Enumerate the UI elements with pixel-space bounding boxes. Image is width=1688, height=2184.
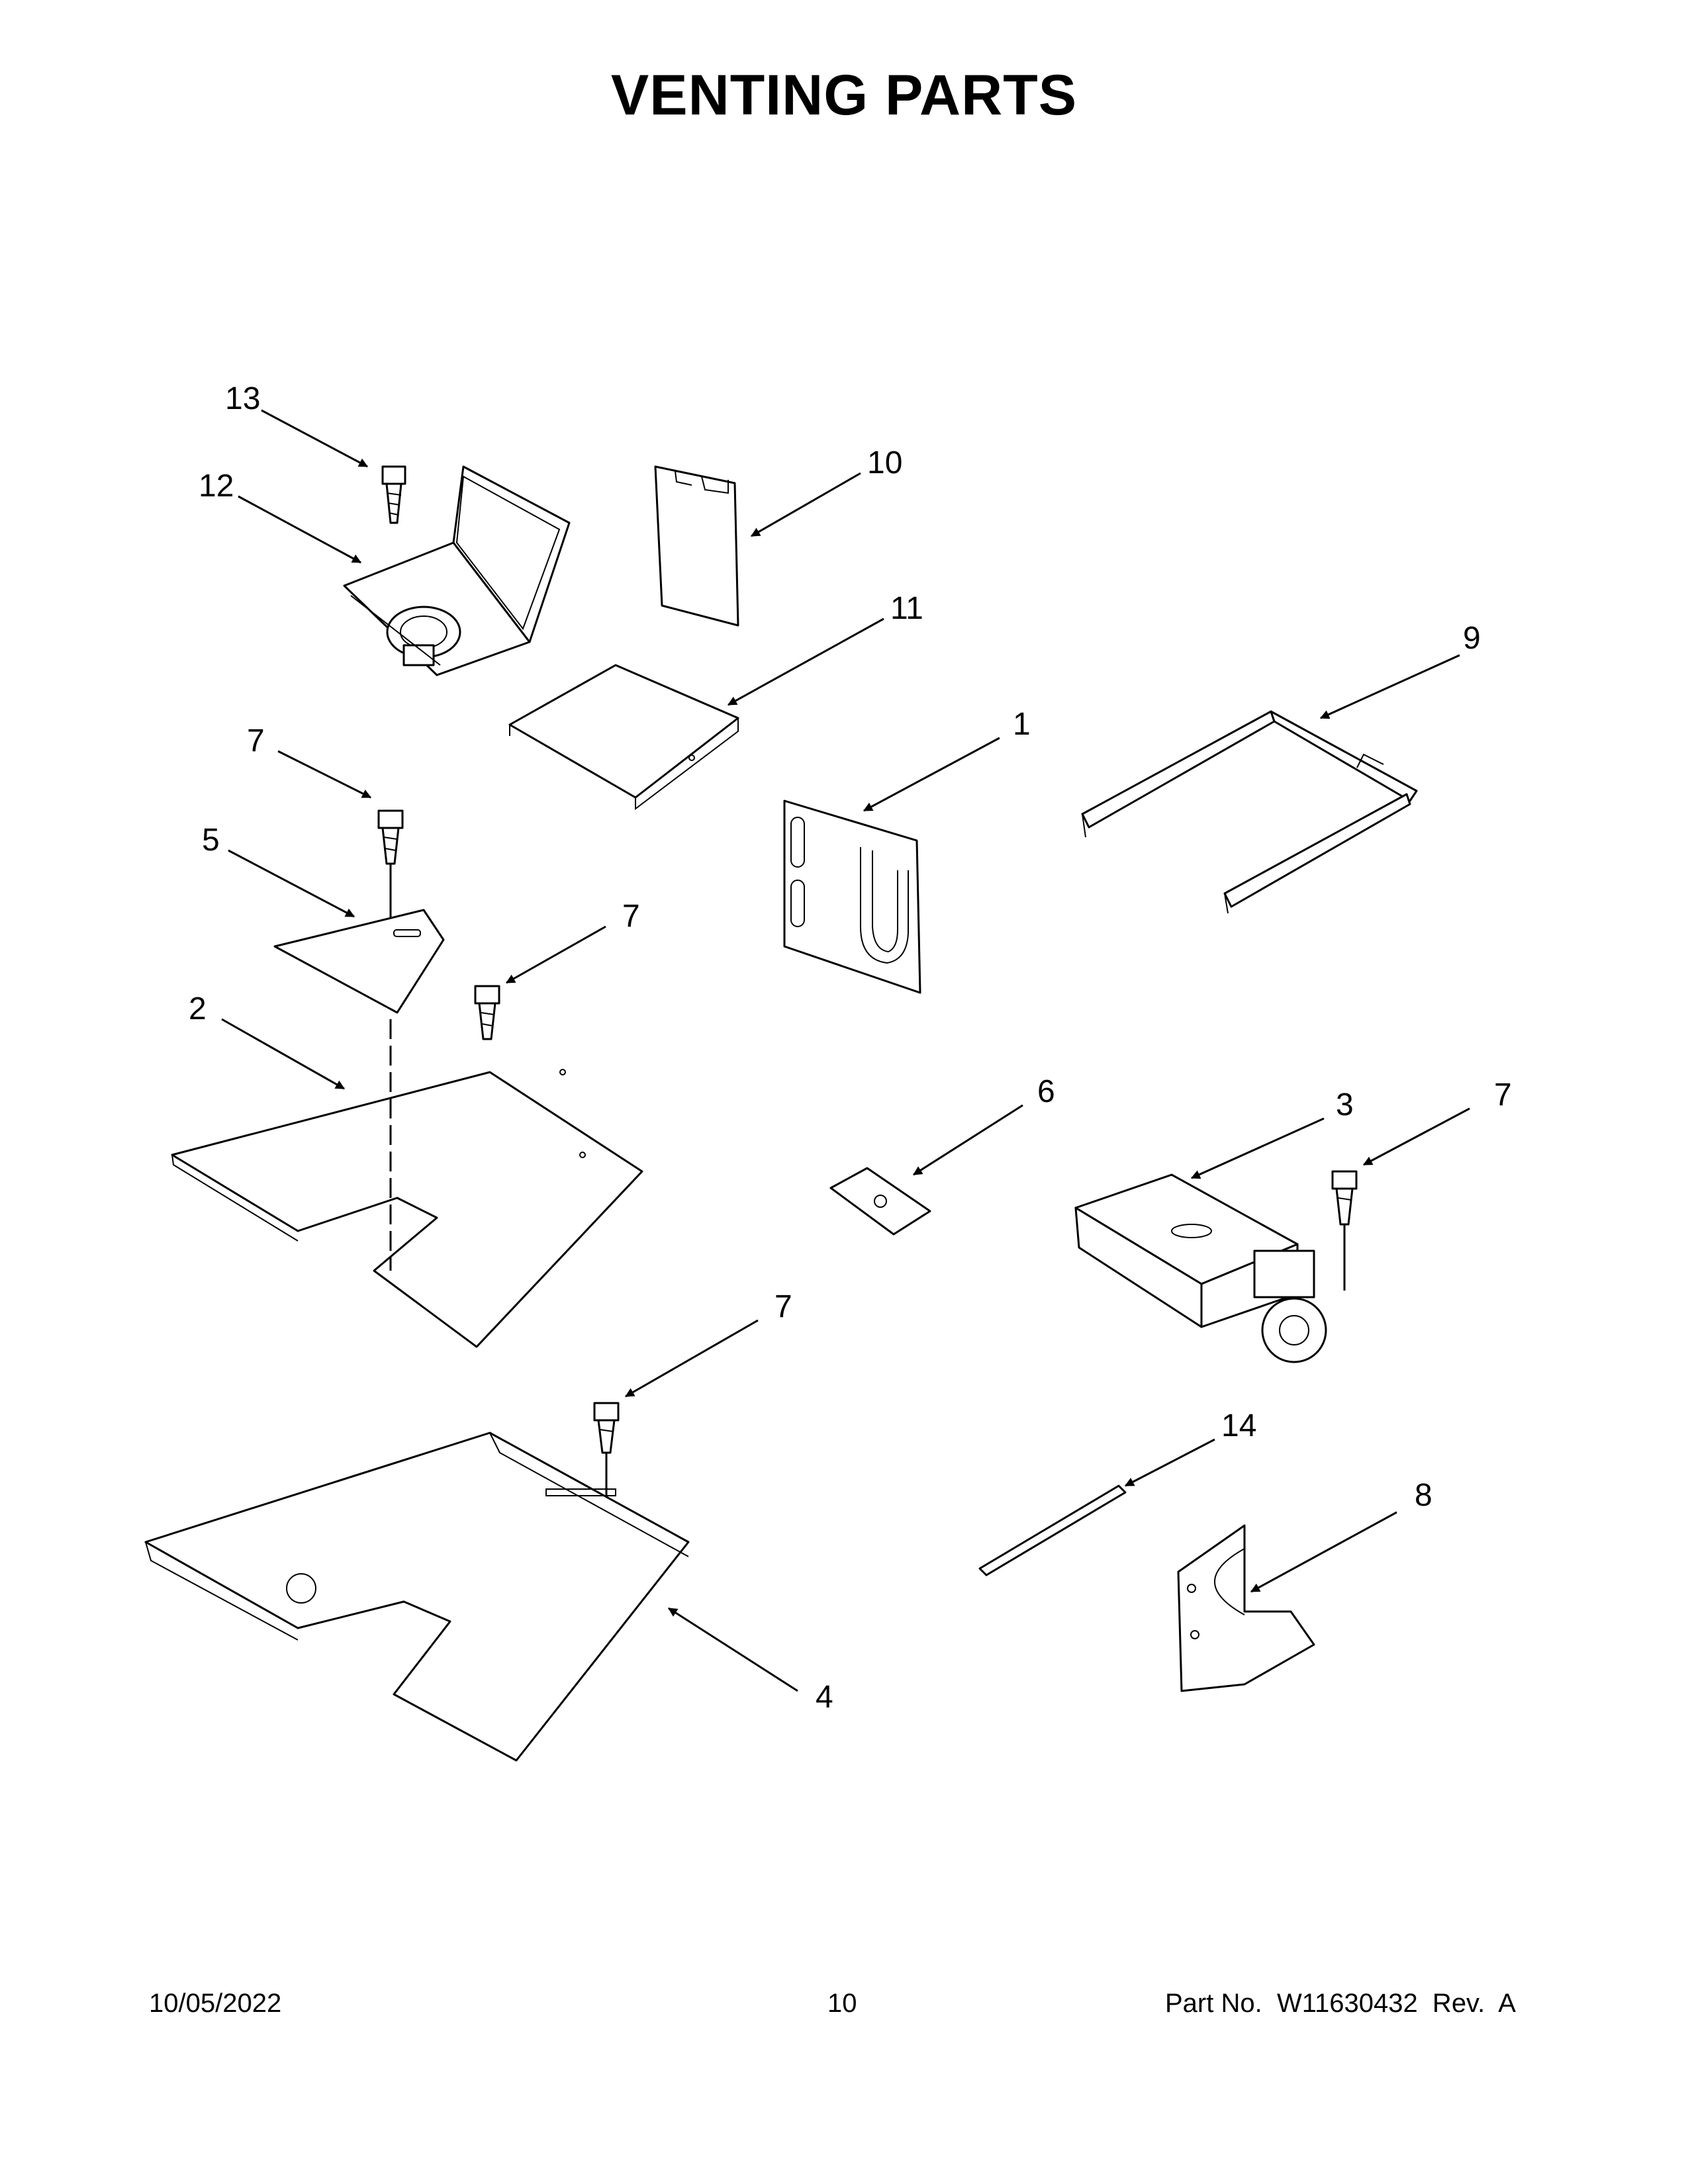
callout-5: 5 xyxy=(202,823,220,858)
part-10-panel xyxy=(654,465,739,627)
part-11-tray xyxy=(508,664,739,811)
footer-page-number: 10 xyxy=(827,1989,857,2018)
callout-13: 13 xyxy=(225,381,260,416)
part-8-bracket xyxy=(1177,1524,1315,1692)
part-5-plate xyxy=(273,909,445,1014)
callout-14: 14 xyxy=(1221,1408,1256,1443)
footer-part-number: Part No. W11630432 Rev. A xyxy=(1165,1989,1516,2018)
callout-7-c: 7 xyxy=(1494,1077,1512,1113)
part-3-blower xyxy=(1074,1173,1327,1363)
part-12-vent-box xyxy=(343,465,571,676)
part-1-plate xyxy=(783,799,921,994)
callout-7-d: 7 xyxy=(774,1289,792,1324)
callout-8: 8 xyxy=(1415,1478,1432,1513)
callout-3: 3 xyxy=(1336,1087,1354,1122)
callout-7-b: 7 xyxy=(622,899,640,934)
callout-1: 1 xyxy=(1013,707,1031,742)
part-9-bracket xyxy=(1081,710,1418,914)
callout-6: 6 xyxy=(1037,1074,1055,1109)
part-7-screw-b xyxy=(474,985,500,1040)
part-7-screw-c xyxy=(1331,1170,1358,1291)
footer-date: 10/05/2022 xyxy=(149,1989,282,2018)
part-14-strip xyxy=(978,1484,1127,1576)
part-13-screw xyxy=(381,465,406,524)
part-6-plate xyxy=(829,1167,931,1236)
page-title: VENTING PARTS xyxy=(610,64,1078,127)
callout-11: 11 xyxy=(890,591,923,626)
callout-2: 2 xyxy=(189,991,207,1026)
callout-10: 10 xyxy=(867,445,902,480)
callout-7-a: 7 xyxy=(247,723,265,758)
callout-4: 4 xyxy=(816,1680,833,1715)
callout-9: 9 xyxy=(1463,621,1481,656)
callout-12: 12 xyxy=(199,469,234,504)
part-2-plate xyxy=(171,1019,643,1348)
part-4-plate xyxy=(144,1432,690,1762)
leader-lines xyxy=(221,409,1470,1692)
